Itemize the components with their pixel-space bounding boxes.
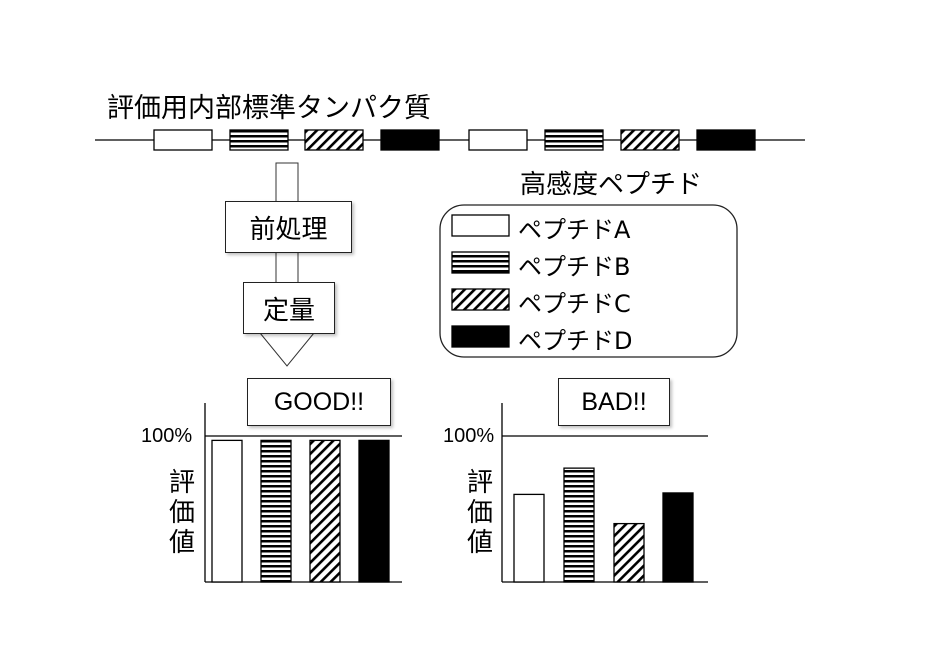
protein-segment-7: [621, 130, 679, 150]
good-y-label: 評価値: [167, 468, 197, 558]
legend-swatch-a: [452, 215, 509, 236]
bad-bar-c: [614, 524, 644, 582]
page-title: 評価用内部標準タンパク質: [107, 86, 431, 125]
legend-label-d: ペプチドD: [518, 321, 632, 356]
good-top-tick: 100%: [141, 425, 192, 448]
bad-bar-a: [514, 494, 544, 582]
good-bar-d: [359, 440, 389, 582]
legend-label-b: ペプチドB: [518, 247, 630, 282]
legend-label-c: ペプチドC: [518, 284, 631, 319]
protein-segment-5: [469, 130, 527, 150]
protein-segment-3: [305, 130, 363, 150]
bad-chart-bars: [514, 468, 693, 582]
protein-segment-1: [154, 130, 212, 150]
good-bar-c: [310, 440, 340, 582]
bad-y-label: 評価値: [465, 468, 495, 558]
flow-arrow-head: [260, 333, 314, 366]
good-bar-b: [261, 440, 291, 582]
protein-segment-2: [230, 130, 288, 150]
protein-segment-4: [381, 130, 439, 150]
protein-segment-8: [697, 130, 755, 150]
legend-swatch-d: [452, 326, 509, 347]
flow-arrow: [260, 163, 314, 366]
bad-label: BAD!!: [558, 378, 670, 426]
good-chart-bars: [212, 440, 389, 582]
bad-top-tick: 100%: [443, 425, 494, 448]
bad-bar-d: [663, 493, 693, 582]
legend-swatch-b: [452, 252, 509, 273]
legend-heading: 高感度ペプチド: [520, 164, 702, 201]
step-pretreatment: 前処理: [225, 201, 352, 253]
good-bar-a: [212, 440, 242, 582]
protein-segment-6: [545, 130, 603, 150]
step-quantify: 定量: [243, 282, 335, 334]
legend-label-a: ペプチドA: [518, 210, 630, 245]
bad-bar-b: [564, 468, 594, 582]
legend-swatch-c: [452, 289, 509, 310]
good-label: GOOD!!: [247, 378, 391, 426]
